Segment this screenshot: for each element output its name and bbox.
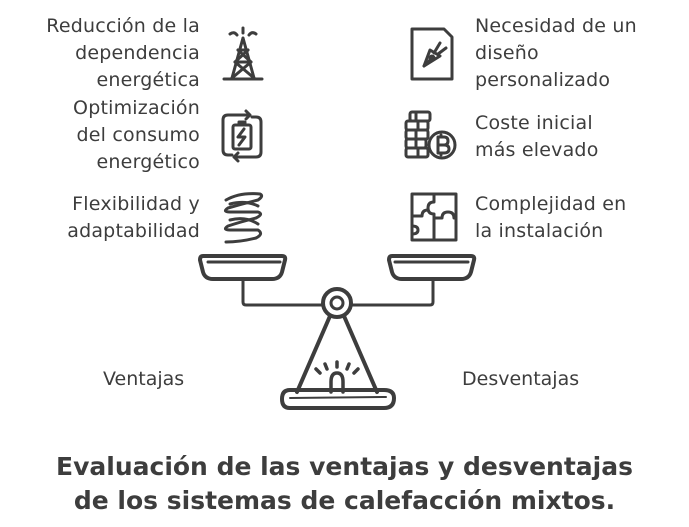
right-pan	[387, 254, 477, 281]
ventajas-label: Ventajas	[103, 368, 185, 390]
coins-bitcoin-icon	[404, 110, 457, 160]
puzzle-icon	[410, 192, 458, 242]
title-line-1: Evaluación de las ventajas y desventajas	[56, 452, 633, 481]
advantage-flexibilidad: Flexibilidad y adaptabilidad	[67, 193, 200, 242]
disadvantage-complejidad: Complejidad en la instalación	[475, 193, 627, 242]
diagram-title: Evaluación de las ventajas y desventajas…	[0, 450, 689, 518]
title-line-2: de los sistemas de calefacción mixtos.	[73, 486, 616, 515]
disadvantage-coste: Coste inicial más elevado	[475, 112, 599, 161]
advantage-reduccion: Reducción de la dependencia energética	[46, 15, 200, 91]
spring-icon	[223, 192, 264, 244]
desventajas-label: Desventajas	[462, 368, 580, 390]
disadvantage-diseno: Necesidad de un diseño personalizado	[475, 15, 637, 91]
left-pan	[198, 254, 288, 281]
design-document-icon	[410, 27, 454, 81]
battery-cycle-icon	[221, 109, 263, 163]
advantage-optimizacion: Optimización del consumo energético	[73, 97, 200, 173]
power-tower-icon	[222, 26, 264, 81]
